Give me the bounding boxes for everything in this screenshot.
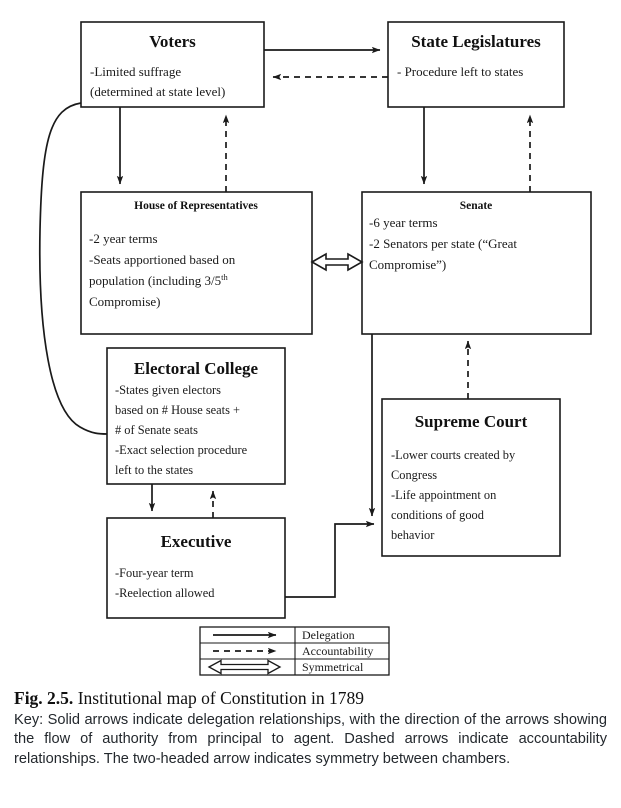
- node-senate-line-1: -2 Senators per state (“Great: [369, 236, 517, 251]
- edge-voters-to-electoral-college: [38, 102, 108, 435]
- node-executive-title: Executive: [161, 532, 232, 551]
- node-house-line-3: Compromise): [89, 294, 161, 309]
- node-house-box: [80, 191, 313, 335]
- node-voters-line-0: -Limited suffrage: [90, 64, 181, 79]
- node-state-legislatures-title: State Legislatures: [411, 32, 541, 51]
- figure-key-text: Key: Solid arrows indicate delegation re…: [14, 711, 607, 767]
- node-executive: Executive -Four-year term -Reelection al…: [106, 517, 286, 619]
- node-supreme-court-title: Supreme Court: [415, 412, 528, 431]
- node-electoral-college-box: [106, 347, 286, 485]
- node-house-line-2-text: population (including 3/5: [89, 273, 221, 288]
- node-electoral-college-line-4: left to the states: [115, 463, 193, 477]
- legend-label-1: Accountability: [302, 644, 373, 658]
- node-electoral-college-title: Electoral College: [134, 359, 259, 378]
- node-supreme-court-line-3: conditions of good: [391, 508, 485, 522]
- legend-label-0: Delegation: [302, 628, 355, 642]
- node-supreme-court-line-0: -Lower courts created by: [391, 448, 516, 462]
- figure-title-text: Institutional map of Constitution in 178…: [73, 688, 365, 708]
- institutional-map-diagram: Voters -Limited suffrage (determined at …: [38, 21, 592, 676]
- figure-title-line: Fig. 2.5. Institutional map of Constitut…: [14, 688, 607, 710]
- node-executive-box: [106, 517, 286, 619]
- legend-symmetrical-arrow-icon: [207, 659, 282, 675]
- node-supreme-court-line-2: -Life appointment on: [391, 488, 496, 502]
- node-senate-line-0: -6 year terms: [369, 215, 438, 230]
- edge-house-senate-symmetrical: [310, 252, 364, 272]
- node-senate-title: Senate: [460, 200, 493, 212]
- node-house-superscript: th: [221, 272, 228, 282]
- legend-label-2: Symmetrical: [302, 660, 364, 674]
- node-electoral-college: Electoral College -States given electors…: [106, 347, 286, 485]
- node-supreme-court-line-1: Congress: [391, 468, 437, 482]
- node-house-line-1: -Seats apportioned based on: [89, 252, 236, 267]
- node-senate-line-2: Compromise”): [369, 257, 446, 272]
- node-executive-line-1: -Reelection allowed: [115, 586, 215, 600]
- legend: Delegation Accountability Symmetrical: [199, 626, 390, 676]
- node-electoral-college-line-0: -States given electors: [115, 383, 221, 397]
- node-electoral-college-line-3: -Exact selection procedure: [115, 443, 248, 457]
- node-senate: Senate -6 year terms -2 Senators per sta…: [361, 191, 592, 335]
- node-supreme-court-box: [381, 398, 561, 557]
- node-voters-title: Voters: [149, 32, 196, 51]
- node-supreme-court-line-4: behavior: [391, 528, 435, 542]
- figure-number: Fig. 2.5.: [14, 688, 74, 708]
- node-house-line-0: -2 year terms: [89, 231, 158, 246]
- node-executive-line-0: -Four-year term: [115, 566, 194, 580]
- node-house-of-representatives: House of Representatives -2 year terms -…: [80, 191, 313, 335]
- node-electoral-college-line-2: # of Senate seats: [115, 423, 198, 437]
- diagram-canvas: Voters -Limited suffrage (determined at …: [38, 21, 592, 676]
- node-electoral-college-line-1: based on # House seats +: [115, 403, 240, 417]
- node-voters: Voters -Limited suffrage (determined at …: [80, 21, 265, 108]
- node-state-legislatures-line-0: - Procedure left to states: [397, 64, 523, 79]
- edge-executive-to-supreme-court: [285, 520, 375, 598]
- node-senate-box: [361, 191, 592, 335]
- node-state-legislatures-box: [387, 21, 565, 108]
- node-house-line-2: population (including 3/5th: [89, 272, 229, 288]
- symmetrical-double-arrow-icon: [310, 252, 364, 272]
- figure-caption: Fig. 2.5. Institutional map of Constitut…: [0, 688, 621, 769]
- node-house-title: House of Representatives: [134, 200, 258, 212]
- node-state-legislatures: State Legislatures - Procedure left to s…: [387, 21, 565, 108]
- node-supreme-court: Supreme Court -Lower courts created by C…: [381, 398, 561, 557]
- node-voters-line-1: (determined at state level): [90, 84, 225, 99]
- node-voters-box: [80, 21, 265, 108]
